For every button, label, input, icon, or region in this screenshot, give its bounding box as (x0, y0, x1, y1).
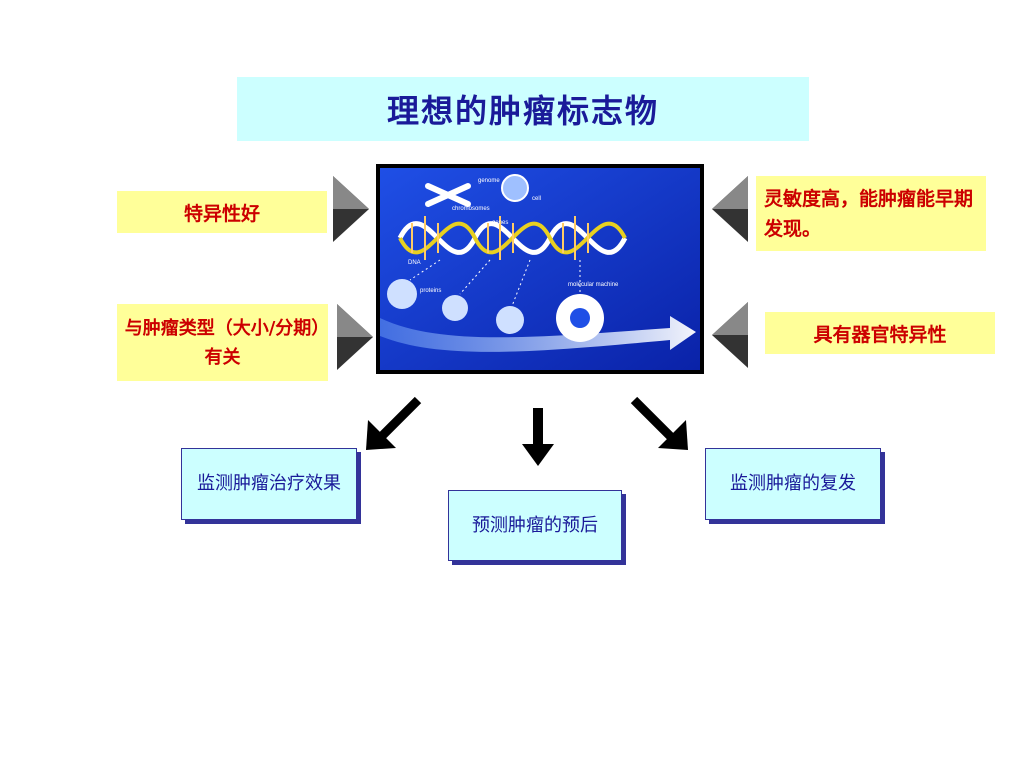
label-genome: genome (478, 178, 500, 184)
outcome-treatment-text: 监测肿瘤治疗效果 (181, 448, 357, 520)
label-molecular-machine: molecular machine (568, 282, 619, 288)
triangle-right-icon (333, 176, 369, 242)
page-title: 理想的肿瘤标志物 (386, 92, 659, 130)
label-cell: cell (532, 196, 541, 202)
outcome-recurrence-text: 监测肿瘤的复发 (705, 448, 881, 520)
arrow-down-right-icon (628, 396, 692, 454)
label-genes: genes (492, 220, 508, 226)
property-tumor-type: 与肿瘤类型（大小/分期）有关 (117, 304, 328, 381)
property-specificity: 特异性好 (117, 191, 327, 233)
title-box: 理想的肿瘤标志物 (237, 77, 809, 141)
property-organ-specificity: 具有器官特异性 (765, 312, 995, 354)
triangle-left-icon (712, 302, 748, 368)
label-chromosomes: chromosomes (452, 206, 490, 212)
property-sensitivity: 灵敏度高，能肿瘤能早期发现。 (756, 176, 986, 251)
dna-illustration: genome cell chromosomes genes DNA protei… (376, 164, 704, 374)
outcome-prognosis-text: 预测肿瘤的预后 (448, 490, 622, 561)
arrow-down-icon (520, 408, 556, 468)
arrow-down-left-icon (362, 396, 426, 454)
label-proteins: proteins (420, 288, 441, 294)
label-dna: DNA (408, 260, 421, 266)
triangle-left-icon (712, 176, 748, 242)
triangle-right-icon (337, 304, 373, 370)
